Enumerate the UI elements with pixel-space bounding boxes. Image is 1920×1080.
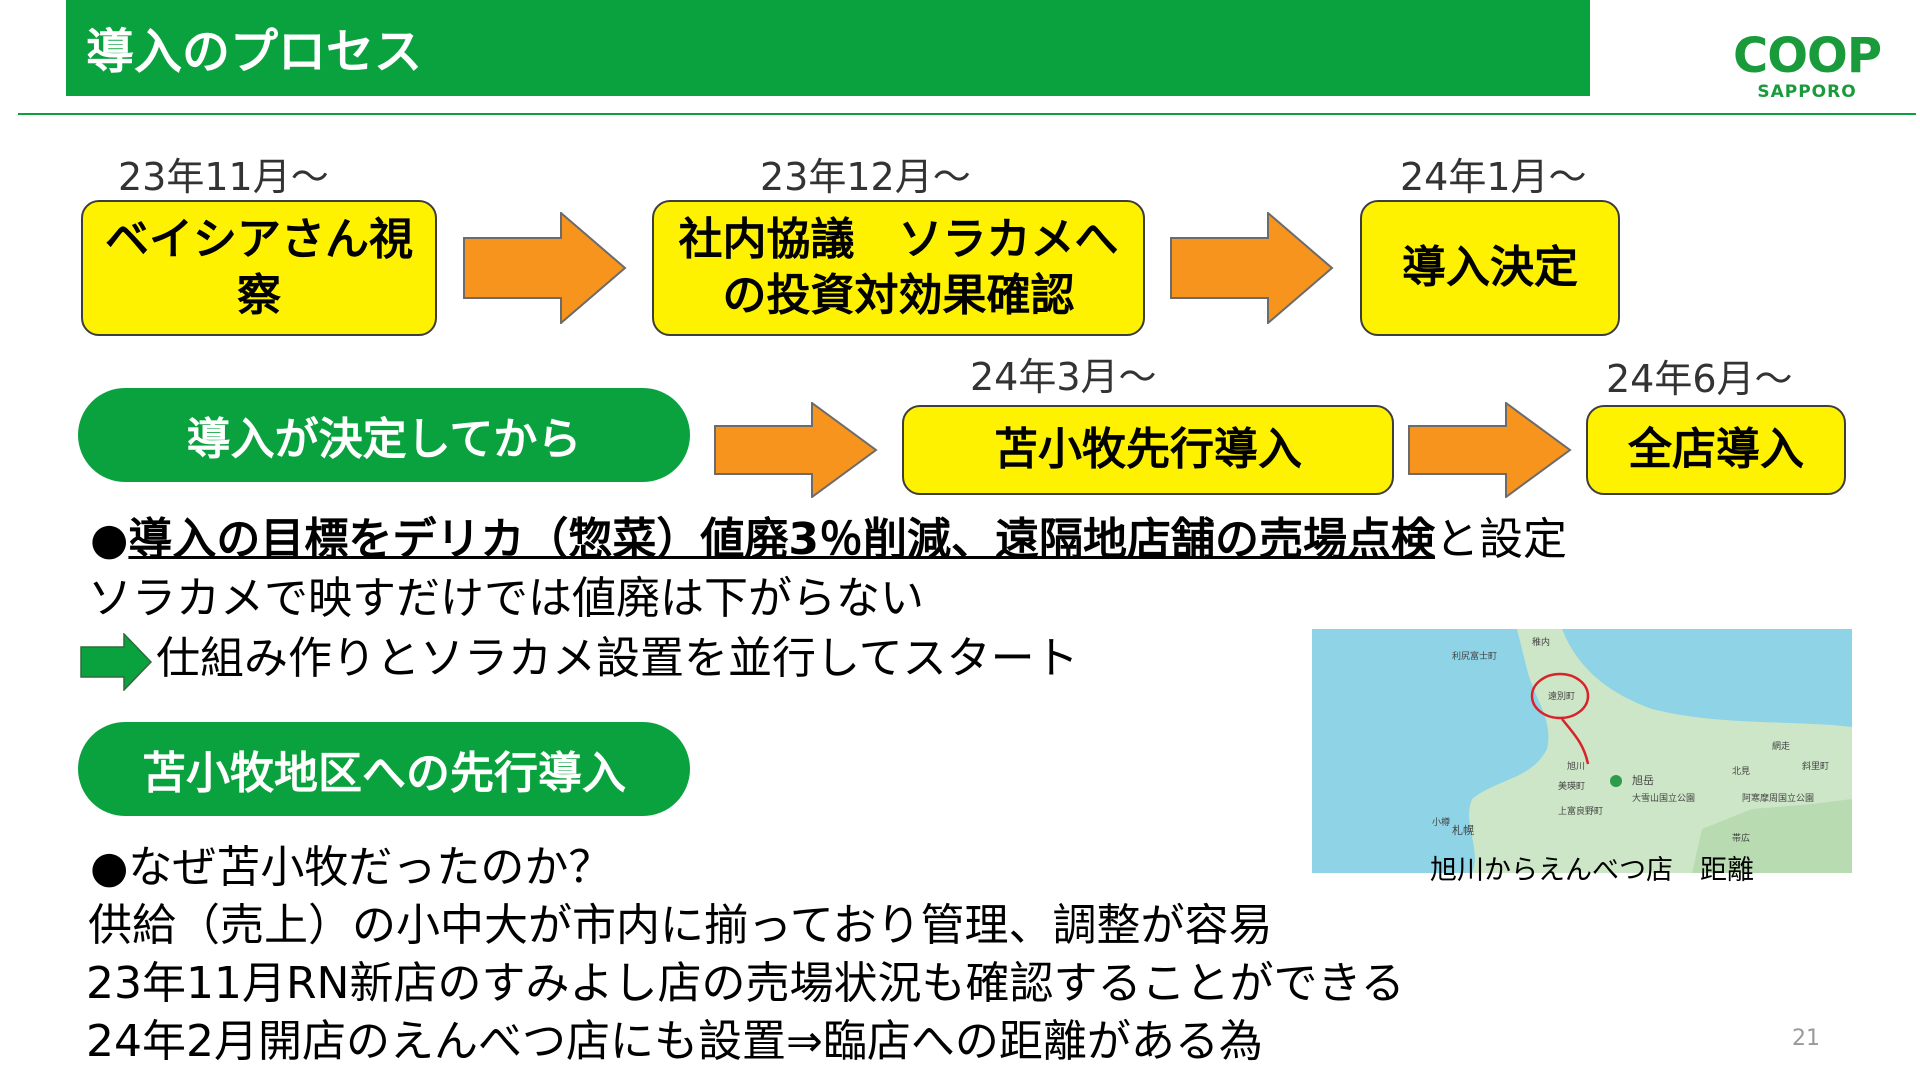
date-label: 23年11月～ [118,155,329,199]
step-box: 社内協議 ソラカメへの投資対効果確認 [652,200,1145,336]
map-label: 美瑛町 [1558,780,1585,792]
map-mountains [1692,799,1852,873]
step-box: ベイシアさん視察 [81,200,437,336]
process-arrow [1408,402,1572,498]
map-caption: 旭川からえんべつ店 距離 [1430,855,1754,886]
goal-suffix: と設定 [1435,514,1568,565]
map-label: 上富良野町 [1558,805,1603,817]
map-label: 大雪山国立公園 [1632,792,1695,804]
step-label: ベイシアさん視察 [105,214,413,321]
reason-line: 23年11月RN新店のすみよし店の売場状況も確認することができる [86,958,1405,1009]
map-label: 稚内 [1532,636,1550,648]
bullet: ● [90,514,129,565]
map-label: 帯広 [1732,832,1750,844]
decision-pill: 導入が決定してから [78,388,690,482]
date-label: 23年12月～ [760,155,971,199]
green-arrow-icon [80,633,152,691]
map-label: 網走 [1772,740,1790,752]
map-label: 札幌 [1452,823,1474,837]
page-number: 21 [1792,1026,1820,1051]
reason-line: 24年2月開店のえんべつ店にも設置⇒臨店への距離がある為 [86,1016,1263,1067]
process-arrow [463,212,627,324]
process-arrow [1170,212,1334,324]
date-label: 24年6月～ [1606,357,1793,401]
pill-label: 苫小牧地区への先行導入 [142,748,626,799]
map-highlight-circle [1530,672,1590,720]
step-label: 苫小牧先行導入 [994,424,1302,475]
goal-underlined-text: 導入の目標をデリカ（惣菜）値廃3％削減、遠隔地店舗の売場点検 [128,514,1436,565]
coop-sapporo-logo: COOP SAPPORO [1712,28,1902,102]
logo-sub-text: SAPPORO [1757,82,1857,102]
map-label: 利尻富士町 [1452,650,1497,662]
title-bar [66,0,1590,96]
map-label: 斜里町 [1802,760,1829,772]
pill-label: 導入が決定してから [186,414,582,465]
map-label: 旭川 [1567,760,1585,772]
date-label: 24年3月～ [970,355,1157,399]
goal-line-3: 仕組み作りとソラカメ設置を並行してスタート [156,633,1079,684]
question-line: ●なぜ苫小牧だったのか？ [90,842,613,893]
map-park-icon [1610,775,1622,787]
map-label: 旭岳 [1632,773,1654,787]
header-divider [18,113,1916,115]
map-label: 北見 [1732,766,1750,777]
step-label: 全店導入 [1628,424,1804,475]
step-box: 全店導入 [1586,405,1846,495]
reason-line: 供給（売上）の小中大が市内に揃っており管理、調整が容易 [88,900,1273,951]
step-box: 苫小牧先行導入 [902,405,1394,495]
goal-line-2: ソラカメで映すだけでは値廃は下がらない [88,573,924,624]
date-label: 24年1月～ [1400,155,1587,199]
pilot-pill: 苫小牧地区への先行導入 [78,722,690,816]
step-label: 社内協議 ソラカメへの投資対効果確認 [678,214,1119,321]
logo-main-text: COOP [1732,28,1882,84]
process-arrow [714,402,878,498]
step-label: 導入決定 [1402,242,1578,293]
map-label: 阿寒摩周国立公園 [1742,792,1814,804]
map-label: 遠別町 [1548,690,1575,702]
map-label: 小樽 [1432,816,1450,828]
step-box: 導入決定 [1360,200,1620,336]
hokkaido-map: 稚内 利尻富士町 遠別町 旭川 美瑛町 上富良野町 札幌 小樽 旭岳 大雪山国立… [1312,629,1852,873]
page-title: 導入のプロセス [86,24,423,80]
map-route-line [1561,718,1590,765]
goal-line: ●導入の目標をデリカ（惣菜）値廃3％削減、遠隔地店舗の売場点検と設定 [90,512,1567,568]
